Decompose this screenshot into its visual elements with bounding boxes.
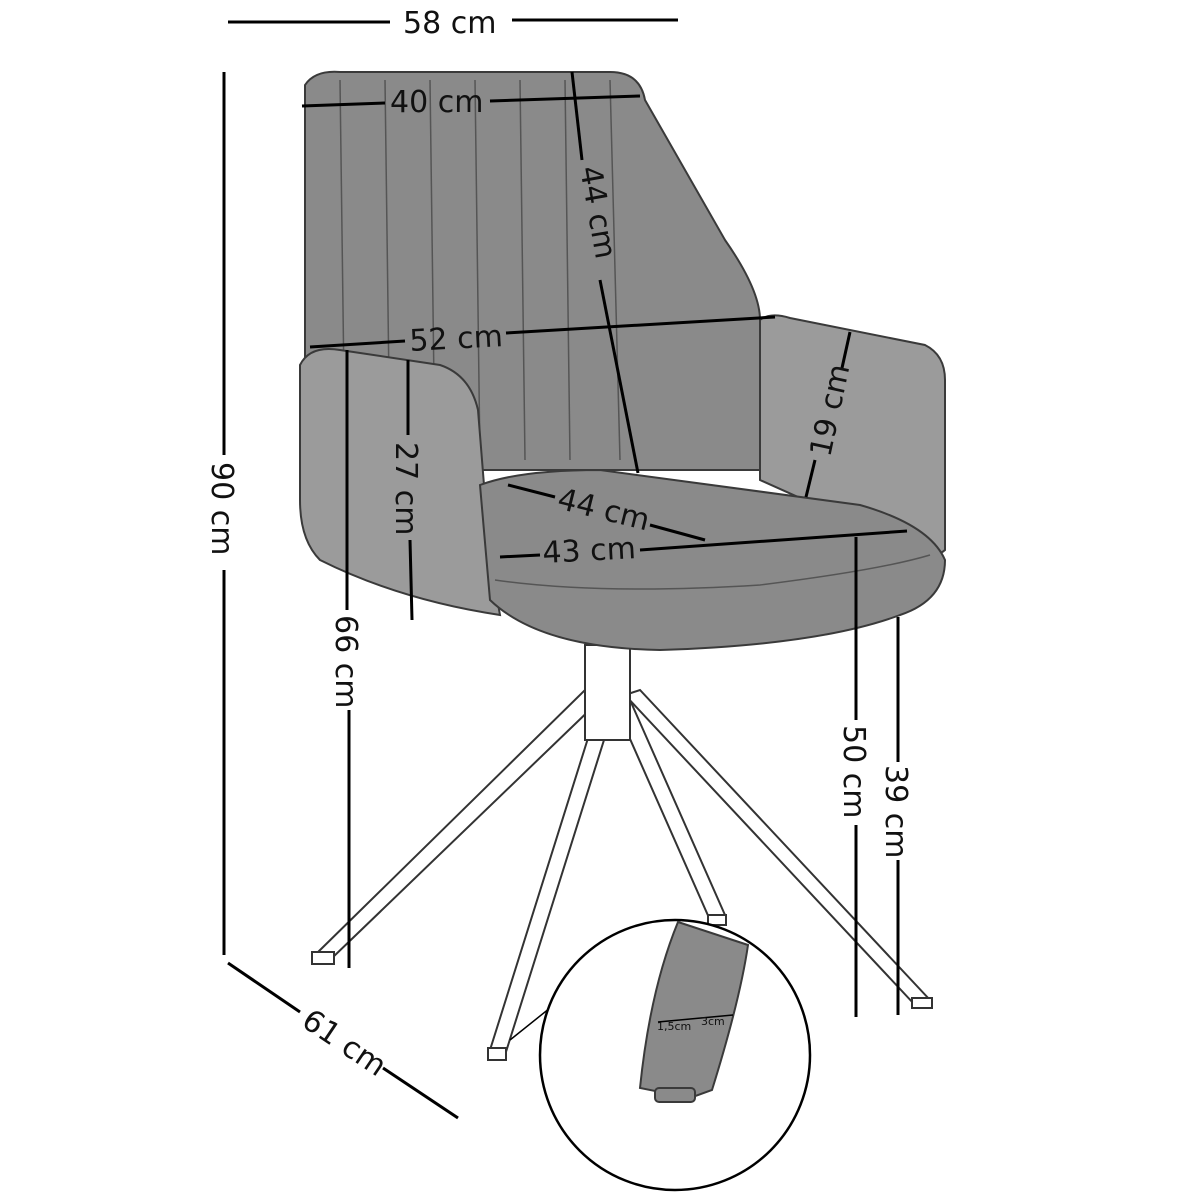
- chair-illustration: [299, 70, 947, 1061]
- total-height-label: 90 cm: [204, 462, 239, 555]
- detail-depth-label: 1,5cm: [657, 1020, 691, 1033]
- chair-seat: [478, 468, 947, 652]
- chair-legs: [311, 644, 933, 1061]
- armrest-floor-height-label: 66 cm: [328, 615, 363, 708]
- backrest-width-label: 40 cm: [390, 85, 483, 120]
- detail-width-label: 3cm: [701, 1015, 725, 1028]
- seat-width-label: 43 cm: [542, 531, 637, 571]
- seat-height-label: 50 cm: [836, 725, 871, 818]
- seat-front-height-label: 39 cm: [878, 765, 913, 858]
- chair-left-arm: [299, 348, 502, 617]
- total-width-label: 58 cm: [403, 6, 496, 41]
- total-depth-label: 61 cm: [296, 1003, 393, 1084]
- leg-detail-callout: 1,5cm 3cm: [509, 918, 812, 1192]
- dimension-lines: [222, 18, 908, 1120]
- arm-width-label: 52 cm: [409, 319, 504, 359]
- arm-height-label: 27 cm: [388, 442, 423, 535]
